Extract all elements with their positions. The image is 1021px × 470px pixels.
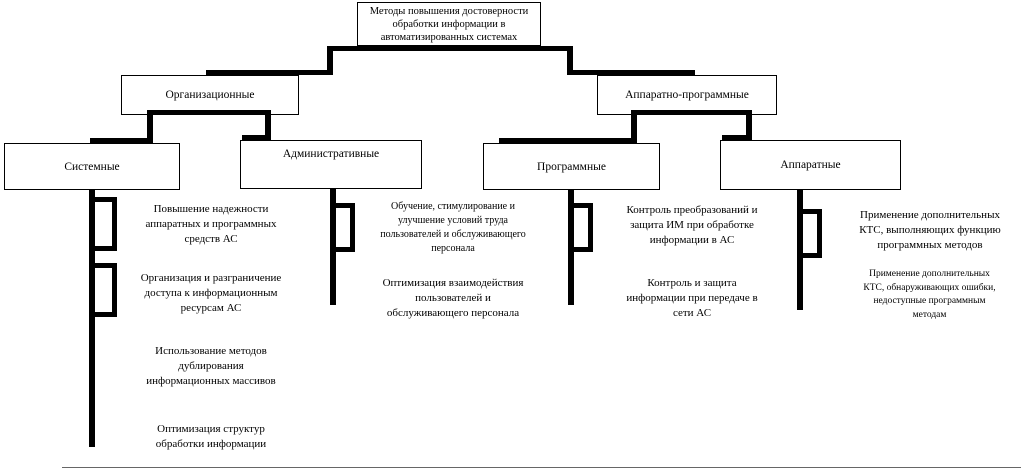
staple-software <box>574 203 593 252</box>
node-system: Системные <box>4 143 180 190</box>
staple-system-1 <box>95 197 117 251</box>
connector-to-hardware-horizontal <box>722 135 752 140</box>
connector-org-right-drop <box>265 110 271 138</box>
leaf-system-4: Оптимизация структур обработки информаци… <box>155 423 267 450</box>
connector-root-left-horizontal <box>206 70 333 75</box>
trunk-administrative <box>330 188 336 305</box>
connector-org-left-drop <box>147 110 153 140</box>
connector-hwsw-right-drop <box>746 110 752 138</box>
leaf-system-3: Использование методов дублирования инфор… <box>146 345 276 387</box>
node-administrative: Административные <box>240 140 422 189</box>
leaf-system-1: Повышение надежности аппаратных и програ… <box>145 203 277 245</box>
connector-to-administrative-horizontal <box>242 135 271 140</box>
node-hardware-software: Аппаратно-программные <box>597 75 777 115</box>
node-software: Программные <box>483 143 660 190</box>
leaf-administrative-1: Обучение, стимулирование и улучшение усл… <box>380 201 526 254</box>
leaf-hardware-2: Применение дополнительных КТС, обнаружив… <box>863 269 996 320</box>
leaf-system-2: Организация и разграничение доступа к ин… <box>140 272 282 314</box>
leaf-software-1: Контроль преобразований и защита ИМ при … <box>626 204 758 246</box>
leaf-administrative-2: Оптимизация взаимодействия пользователей… <box>382 277 524 319</box>
frame-bottom-rule <box>62 467 1021 468</box>
trunk-software <box>568 189 574 305</box>
connector-to-system-horizontal <box>90 138 153 143</box>
node-root: Методы повышения достоверности обработки… <box>357 2 541 46</box>
connector-hwsw-bottom-span <box>631 110 752 115</box>
connector-to-software-horizontal <box>499 138 637 143</box>
connector-org-bottom-span <box>147 110 271 115</box>
connector-root-right-drop <box>567 46 573 73</box>
connector-root-span <box>327 46 573 51</box>
staple-system-2 <box>95 263 117 317</box>
trunk-system <box>89 189 95 447</box>
trunk-hardware <box>797 189 803 310</box>
leaf-software-2: Контроль и защита информации при передач… <box>626 277 758 319</box>
leaf-hardware-1: Применение дополнительных КТС, выполняющ… <box>859 209 1001 251</box>
staple-hardware <box>803 209 822 258</box>
connector-hwsw-left-drop <box>631 110 637 140</box>
connector-root-left-drop <box>327 46 333 73</box>
node-organizational: Организационные <box>121 75 299 115</box>
node-hardware: Аппаратные <box>720 140 901 190</box>
connector-root-right-horizontal <box>567 70 695 75</box>
staple-administrative <box>336 203 355 252</box>
